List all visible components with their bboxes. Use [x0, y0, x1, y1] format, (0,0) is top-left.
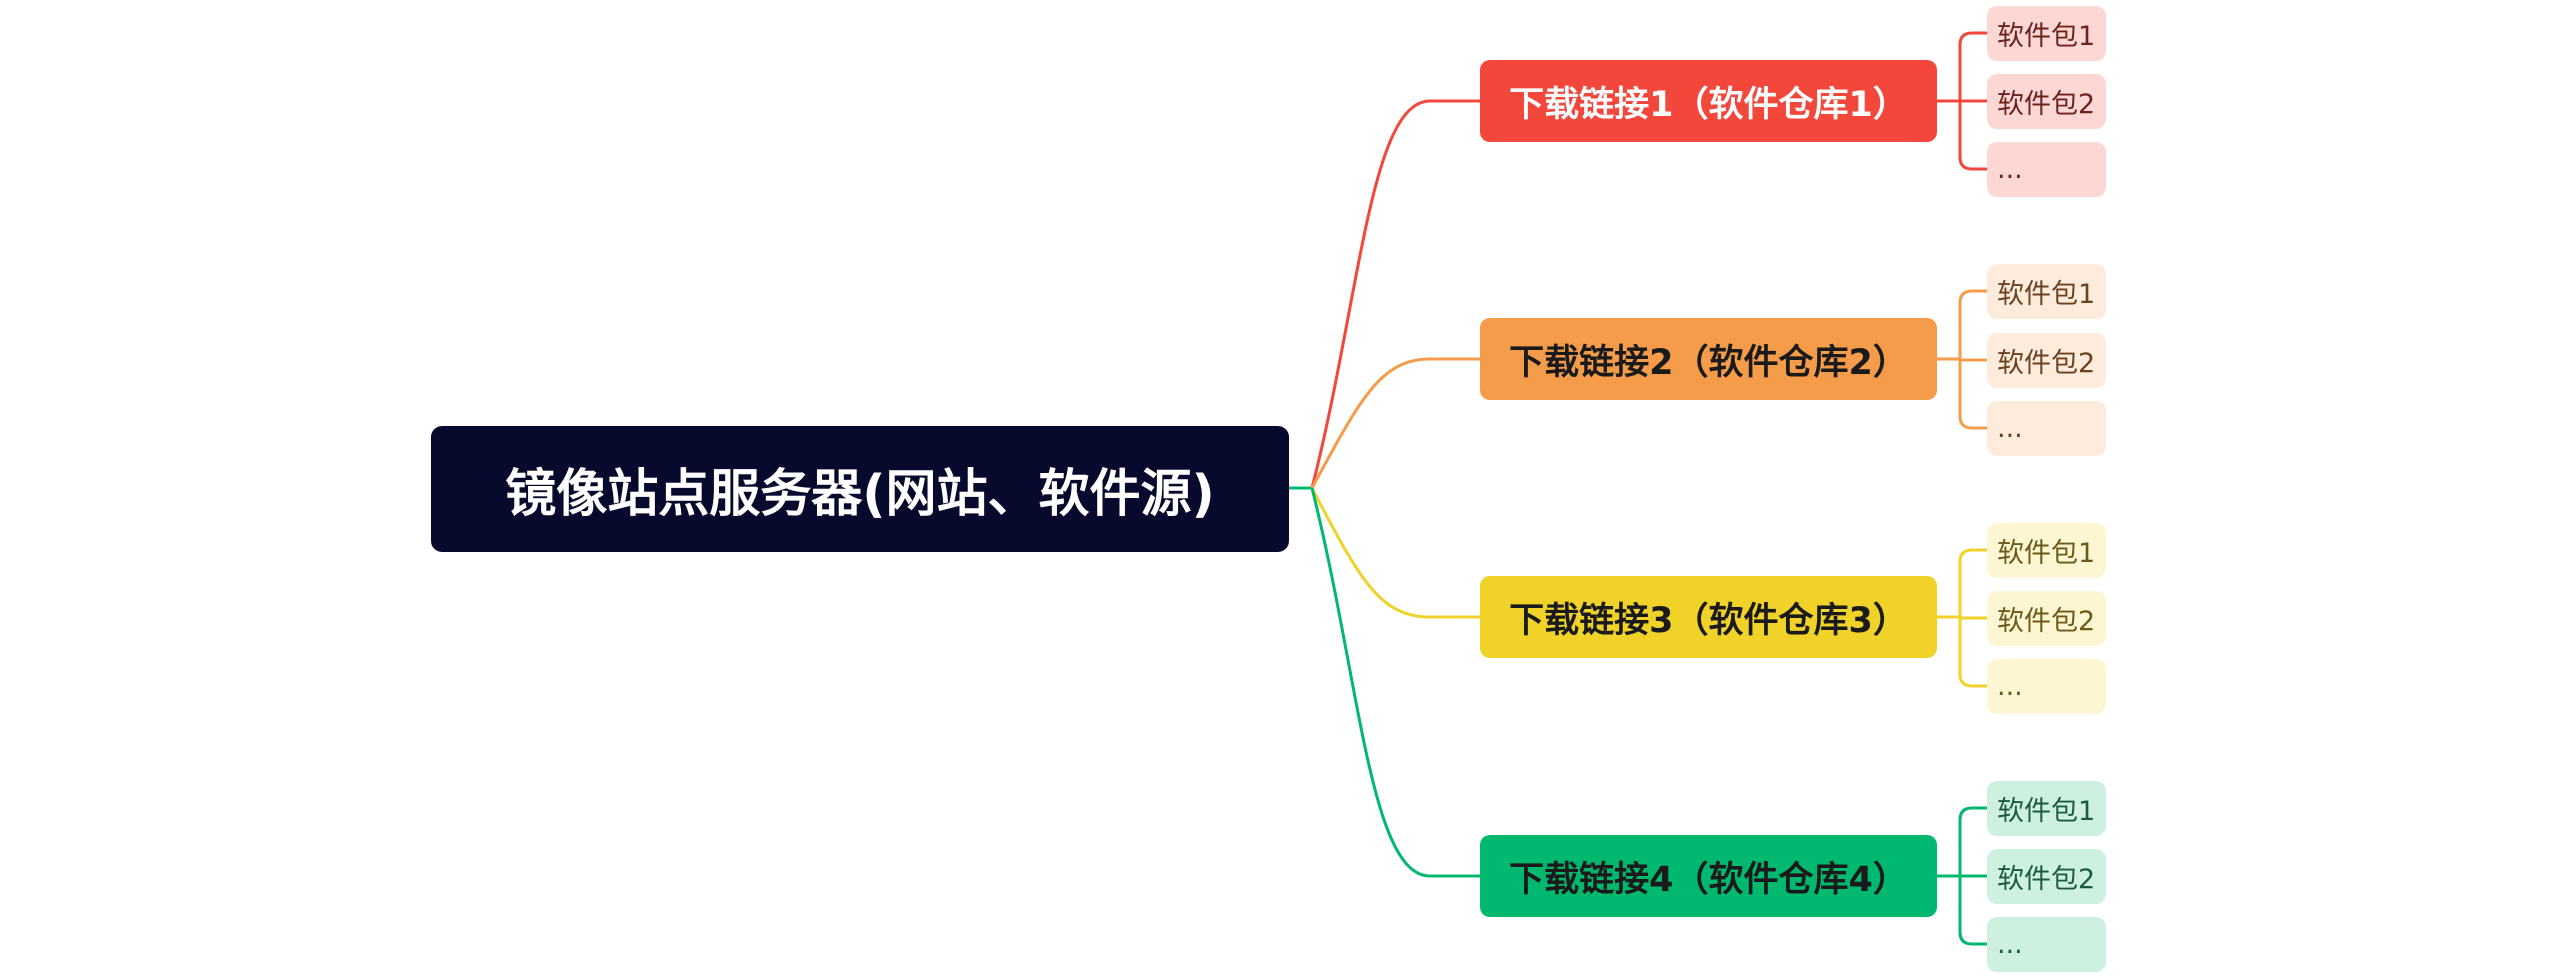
leaf-node-label: 软件包1 [1997, 538, 2096, 569]
leaf-node[interactable]: 软件包2 [1987, 849, 2106, 904]
leaf-node[interactable]: 软件包1 [1987, 264, 2106, 319]
leaf-node-label: 软件包1 [1997, 21, 2096, 52]
root-node-label: 镜像站点服务器(网站、软件源) [505, 465, 1215, 524]
leaf-node[interactable]: 软件包2 [1987, 333, 2106, 388]
branch-node-3[interactable]: 下载链接3（软件仓库3） [1480, 576, 1937, 658]
leaf-node-label: 软件包2 [1997, 606, 2096, 637]
leaf-node[interactable]: 软件包2 [1987, 74, 2106, 129]
leaf-node[interactable]: 软件包1 [1987, 6, 2106, 61]
connector-branch-2 [1310, 357, 1480, 489]
leaf-node-label: 软件包1 [1997, 279, 2096, 310]
branch-node-label: 下载链接4（软件仓库4） [1509, 859, 1908, 900]
leaf-node-label: ... [1997, 929, 2023, 960]
connector-leaves-1 [1937, 31, 1987, 171]
branch-node-2[interactable]: 下载链接2（软件仓库2） [1480, 318, 1937, 400]
connector-leaves-4 [1937, 806, 1987, 946]
leaf-node[interactable]: ... [1987, 401, 2106, 456]
leaf-node[interactable]: ... [1987, 917, 2106, 972]
connector-branch-1 [1310, 99, 1480, 489]
connector-leaves-2 [1937, 289, 1987, 430]
leaf-node-label: 软件包1 [1997, 796, 2096, 827]
branch-node-label: 下载链接3（软件仓库3） [1509, 600, 1908, 641]
leaf-node-label: 软件包2 [1997, 89, 2096, 120]
root-node[interactable]: 镜像站点服务器(网站、软件源) [431, 426, 1289, 552]
leaf-node[interactable]: 软件包1 [1987, 523, 2106, 578]
connector-branch-3 [1310, 487, 1480, 619]
leaf-node-label: 软件包2 [1997, 864, 2096, 895]
leaf-node-label: ... [1997, 154, 2023, 185]
leaf-node-label: 软件包2 [1997, 348, 2096, 379]
branch-node-label: 下载链接1（软件仓库1） [1509, 84, 1908, 125]
connector-branch-4 [1310, 487, 1480, 878]
branch-node-label: 下载链接2（软件仓库2） [1509, 342, 1908, 383]
branch-node-4[interactable]: 下载链接4（软件仓库4） [1480, 835, 1937, 917]
leaf-node[interactable]: 软件包2 [1987, 591, 2106, 646]
connector-leaves-3 [1937, 548, 1987, 688]
leaf-node-label: ... [1997, 671, 2023, 702]
leaf-node[interactable]: 软件包1 [1987, 781, 2106, 836]
branch-node-1[interactable]: 下载链接1（软件仓库1） [1480, 60, 1937, 142]
leaf-node-label: ... [1997, 413, 2023, 444]
leaf-node[interactable]: ... [1987, 142, 2106, 197]
leaf-node[interactable]: ... [1987, 659, 2106, 714]
